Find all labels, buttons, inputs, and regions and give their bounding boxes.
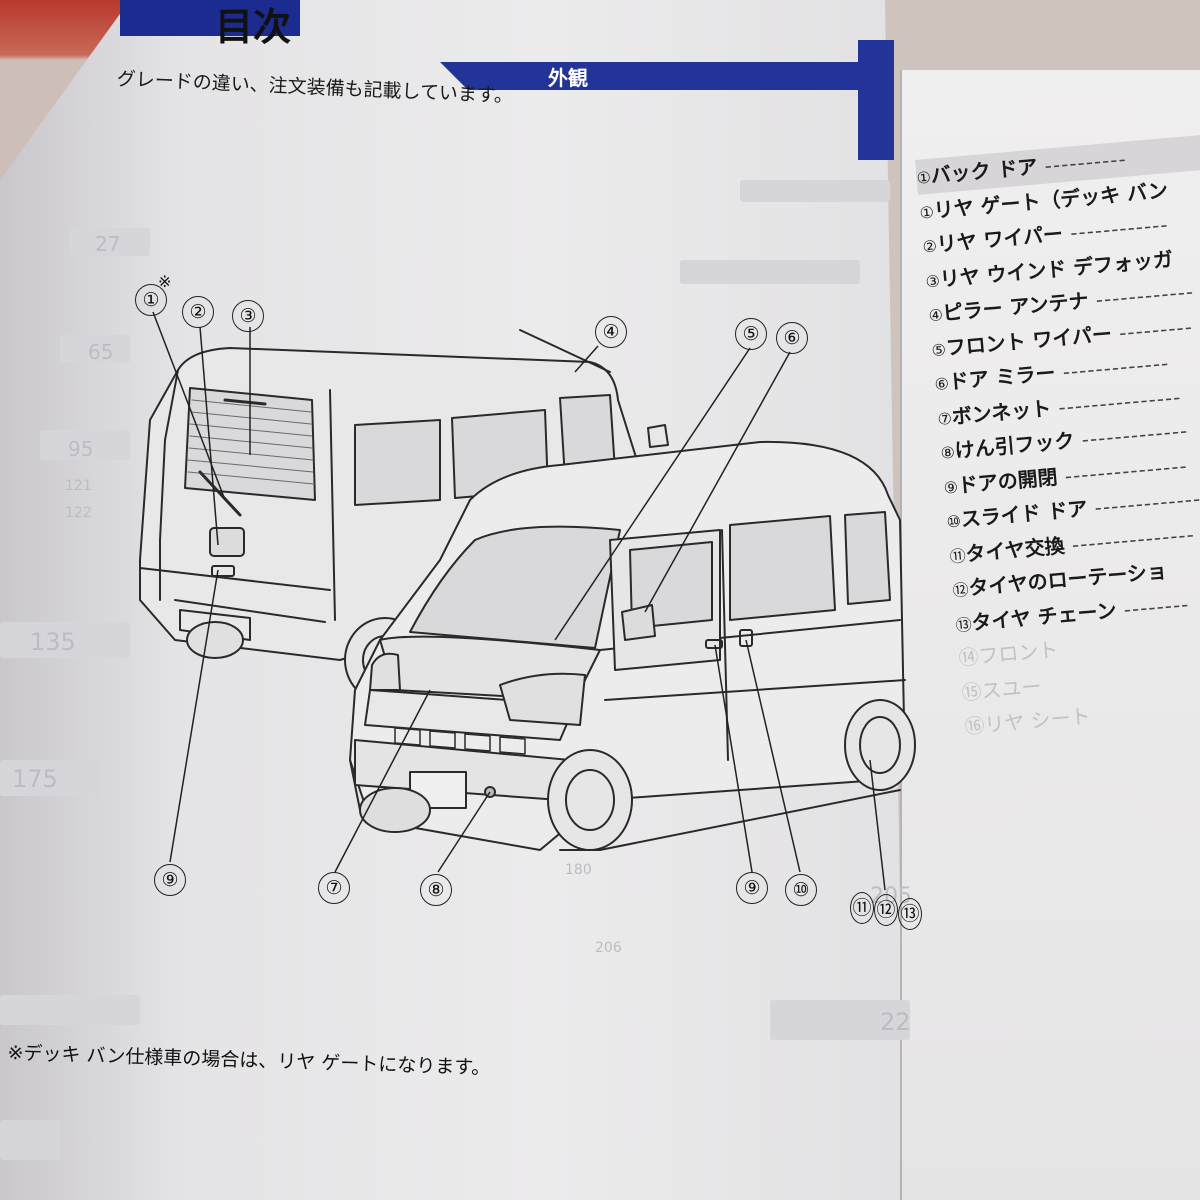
toc-leader: -------------: [1086, 486, 1200, 521]
section-label: 外観: [548, 66, 588, 90]
toc-leader: ---------------: [1063, 521, 1196, 557]
callout-1: ①: [135, 284, 167, 316]
ghost-bar: [680, 260, 860, 284]
callout-12: ⑫: [874, 894, 898, 926]
ghost-number: 27: [95, 232, 121, 256]
ghost-number: 206: [595, 940, 622, 956]
toc-item-number: ⑬: [954, 614, 973, 635]
callout-8: ⑧: [420, 874, 452, 906]
callout-9-front: ⑨: [736, 872, 768, 904]
rear-wiper: [198, 470, 242, 517]
ghost-bar: [770, 1000, 910, 1040]
callout-13: ⑬: [898, 898, 922, 930]
windshield: [409, 525, 621, 649]
toc-item-number: ⑪: [948, 545, 967, 566]
callout-9-rear: ⑨: [154, 864, 186, 896]
toc-leader: ---------: [1110, 313, 1194, 345]
toc-leader: --------: [1115, 591, 1191, 622]
section-band-edge: [858, 40, 894, 160]
ghost-bar: [740, 180, 890, 202]
front-door-handle: [705, 639, 723, 649]
callout-leader-lines: [152, 311, 886, 891]
callout-6: ⑥: [776, 322, 808, 354]
callout-4: ④: [595, 316, 627, 348]
ghost-bar: [0, 622, 130, 658]
callout-2: ②: [182, 296, 214, 328]
toc-leader: ---------------: [1050, 384, 1183, 420]
section-band: [440, 62, 880, 90]
ghost-bar: [0, 995, 140, 1025]
toc-item-label: ドア ミラー: [947, 360, 1057, 394]
ghost-bar: [0, 760, 100, 796]
ghost-number: 22: [880, 1008, 911, 1036]
toc-leader: ---------------: [1056, 452, 1189, 489]
title-bar: [120, 0, 300, 36]
toc-item-label: ドアの開閉: [956, 464, 1059, 497]
rear-wheel: [844, 699, 916, 791]
ghost-number: 180: [565, 862, 592, 878]
toc-item-number: ⑫: [951, 579, 970, 601]
toc-leader: ----------: [1036, 146, 1128, 179]
page-title: 目次: [215, 5, 292, 49]
callout-11: ⑪: [850, 892, 874, 924]
ghost-number: 122: [65, 505, 92, 521]
callout-3: ③: [232, 300, 264, 332]
ghost-number: 135: [30, 628, 76, 656]
pillar-antenna: [519, 329, 611, 373]
callout-7: ⑦: [318, 872, 350, 904]
toc-item-label: タイヤ チェーン: [970, 597, 1118, 635]
manual-page-right: [900, 70, 1200, 1200]
door-mirror: [621, 604, 656, 641]
toc-leader: -------------: [1054, 350, 1171, 385]
toc-list: ①バック ドア ---------- ①リヤ ゲート（デッキ バン ②リヤ ワイ…: [915, 134, 1200, 745]
callout-10: ⑩: [785, 874, 817, 906]
ghost-bar: [70, 228, 150, 256]
ghost-bar: [60, 335, 130, 363]
callout-5: ⑤: [735, 318, 767, 350]
toc-leader: ------------: [1087, 279, 1196, 313]
ghost-number: 65: [88, 340, 114, 364]
ghost-number: 95: [68, 437, 94, 461]
ghost-number: 175: [12, 765, 58, 793]
toc-item-label: リヤ ワイパー: [935, 221, 1064, 257]
toc-leader: ------------: [1061, 212, 1170, 246]
toc-item-label: バック ドア: [929, 154, 1039, 188]
ghost-number: 121: [65, 478, 92, 494]
asterisk-mark: ※: [158, 272, 172, 291]
slide-door-handle: [739, 629, 753, 647]
toc-leader: -------------: [1073, 418, 1190, 453]
rear-door-handle: [211, 565, 235, 577]
toc-item-label: タイヤ交換: [964, 532, 1066, 566]
ghost-bar: [40, 430, 130, 460]
front-wheel: [547, 749, 633, 851]
ghost-bar: [0, 1120, 60, 1160]
rear-plate-holder: [209, 527, 245, 557]
toc-item-label: スライド ドア: [959, 496, 1089, 532]
toc-item-label: けん引フック: [953, 428, 1076, 463]
toc-item-label: ボンネット: [950, 395, 1053, 429]
